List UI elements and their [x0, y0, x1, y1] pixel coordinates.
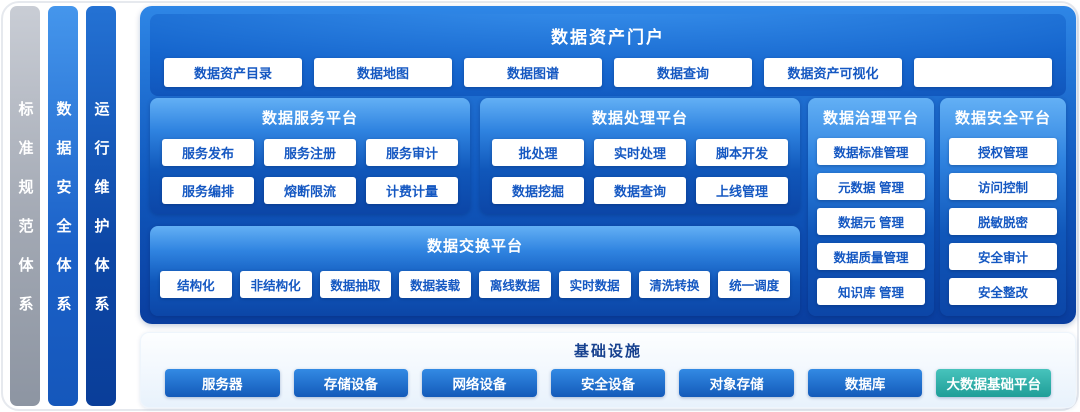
infra-item: 服务器 — [165, 369, 280, 397]
portal-item-empty — [914, 58, 1052, 87]
processing-item: 实时处理 — [594, 139, 686, 166]
exchange-item: 统一调度 — [718, 271, 790, 298]
infrastructure-panel: 基础设施 服务器 存储设备 网络设备 安全设备 对象存储 数据库 大数据基础平台 — [140, 332, 1076, 408]
portal-item: 数据图谱 — [464, 58, 602, 87]
infra-item: 对象存储 — [679, 369, 794, 397]
portal-items-row: 数据资产目录 数据地图 数据图谱 数据查询 数据资产可视化 — [150, 58, 1066, 87]
exchange-item: 非结构化 — [239, 271, 312, 298]
pillar-standards-system: 标准规范体系 — [10, 6, 40, 406]
service-items-row-1: 服务发布 服务注册 服务审计 — [150, 139, 470, 166]
processing-item: 数据查询 — [594, 177, 686, 204]
processing-items-row-1: 批处理 实时处理 脚本开发 — [480, 139, 800, 166]
processing-item: 批处理 — [492, 139, 584, 166]
security-item: 安全整改 — [949, 278, 1057, 305]
portal-item: 数据资产目录 — [164, 58, 302, 87]
exchange-item: 结构化 — [160, 271, 232, 298]
service-item: 服务发布 — [162, 139, 254, 166]
security-items-list: 授权管理 访问控制 脱敏脱密 安全审计 安全整改 — [940, 128, 1066, 305]
data-exchange-platform-panel: 数据交换平台 结构化 非结构化 数据抽取 数据装载 离线数据 实时数据 清洗转换… — [150, 226, 800, 316]
service-item: 计费计量 — [366, 177, 458, 204]
pillar-label: 运行维护体系 — [92, 101, 110, 335]
pillar-data-security-system: 数据安全体系 — [48, 6, 78, 406]
exchange-item: 数据装载 — [399, 271, 471, 298]
service-item: 服务编排 — [162, 177, 254, 204]
data-security-platform-panel: 数据安全平台 授权管理 访问控制 脱敏脱密 安全审计 安全整改 — [940, 98, 1066, 316]
service-item: 服务注册 — [264, 139, 356, 166]
governance-items-list: 数据标准管理 元数据 管理 数据元 管理 数据质量管理 知识库 管理 — [808, 128, 934, 305]
pillar-label: 标准规范体系 — [16, 101, 34, 335]
exchange-item: 离线数据 — [479, 271, 551, 298]
data-governance-platform-title: 数据治理平台 — [822, 110, 919, 127]
data-service-platform-title: 数据服务平台 — [261, 110, 358, 127]
governance-item: 元数据 管理 — [817, 173, 925, 200]
security-item: 安全审计 — [949, 243, 1057, 270]
exchange-item: 实时数据 — [558, 271, 631, 298]
exchange-items-row: 结构化 非结构化 数据抽取 数据装载 离线数据 实时数据 清洗转换 统一调度 — [150, 271, 800, 298]
exchange-item: 清洗转换 — [638, 271, 711, 298]
data-security-platform-title: 数据安全平台 — [954, 110, 1051, 127]
platform-container: 数据资产门户 数据资产目录 数据地图 数据图谱 数据查询 数据资产可视化 数据服… — [140, 6, 1076, 324]
exchange-item: 数据抽取 — [319, 271, 392, 298]
security-item: 访问控制 — [949, 173, 1057, 200]
security-item: 授权管理 — [949, 138, 1057, 165]
service-item: 服务审计 — [366, 139, 458, 166]
governance-item: 数据质量管理 — [817, 243, 925, 270]
data-asset-portal-title: 数据资产门户 — [551, 28, 665, 47]
infra-item: 网络设备 — [422, 369, 537, 397]
infra-item-bigdata-platform: 大数据基础平台 — [936, 369, 1052, 397]
portal-item: 数据资产可视化 — [764, 58, 902, 87]
governance-item: 知识库 管理 — [817, 278, 925, 305]
processing-items-row-2: 数据挖掘 数据查询 上线管理 — [480, 177, 800, 204]
data-processing-platform-panel: 数据处理平台 批处理 实时处理 脚本开发 数据挖掘 数据查询 上线管理 — [480, 98, 800, 214]
infra-item: 安全设备 — [550, 369, 666, 397]
governance-item: 数据标准管理 — [817, 138, 925, 165]
security-item: 脱敏脱密 — [949, 208, 1057, 235]
governance-item: 数据元 管理 — [817, 208, 925, 235]
portal-item: 数据地图 — [314, 58, 452, 87]
infrastructure-title: 基础设施 — [573, 343, 642, 360]
pillar-label: 数据安全体系 — [54, 101, 72, 335]
service-item: 熔断限流 — [264, 177, 356, 204]
service-items-row-2: 服务编排 熔断限流 计费计量 — [150, 177, 470, 204]
processing-item: 脚本开发 — [696, 139, 788, 166]
infra-item: 存储设备 — [293, 369, 409, 397]
data-exchange-platform-title: 数据交换平台 — [426, 238, 523, 255]
infra-item: 数据库 — [807, 369, 923, 397]
portal-item: 数据查询 — [614, 58, 752, 87]
data-service-platform-panel: 数据服务平台 服务发布 服务注册 服务审计 服务编排 熔断限流 计费计量 — [150, 98, 470, 214]
pillar-operations-maintenance-system: 运行维护体系 — [86, 6, 116, 406]
data-asset-portal-panel: 数据资产门户 数据资产目录 数据地图 数据图谱 数据查询 数据资产可视化 — [150, 14, 1066, 96]
processing-item: 数据挖掘 — [492, 177, 584, 204]
processing-item: 上线管理 — [696, 177, 788, 204]
data-governance-platform-panel: 数据治理平台 数据标准管理 元数据 管理 数据元 管理 数据质量管理 知识库 管… — [808, 98, 934, 316]
data-processing-platform-title: 数据处理平台 — [591, 110, 688, 127]
infrastructure-items-row: 服务器 存储设备 网络设备 安全设备 对象存储 数据库 大数据基础平台 — [141, 369, 1075, 397]
